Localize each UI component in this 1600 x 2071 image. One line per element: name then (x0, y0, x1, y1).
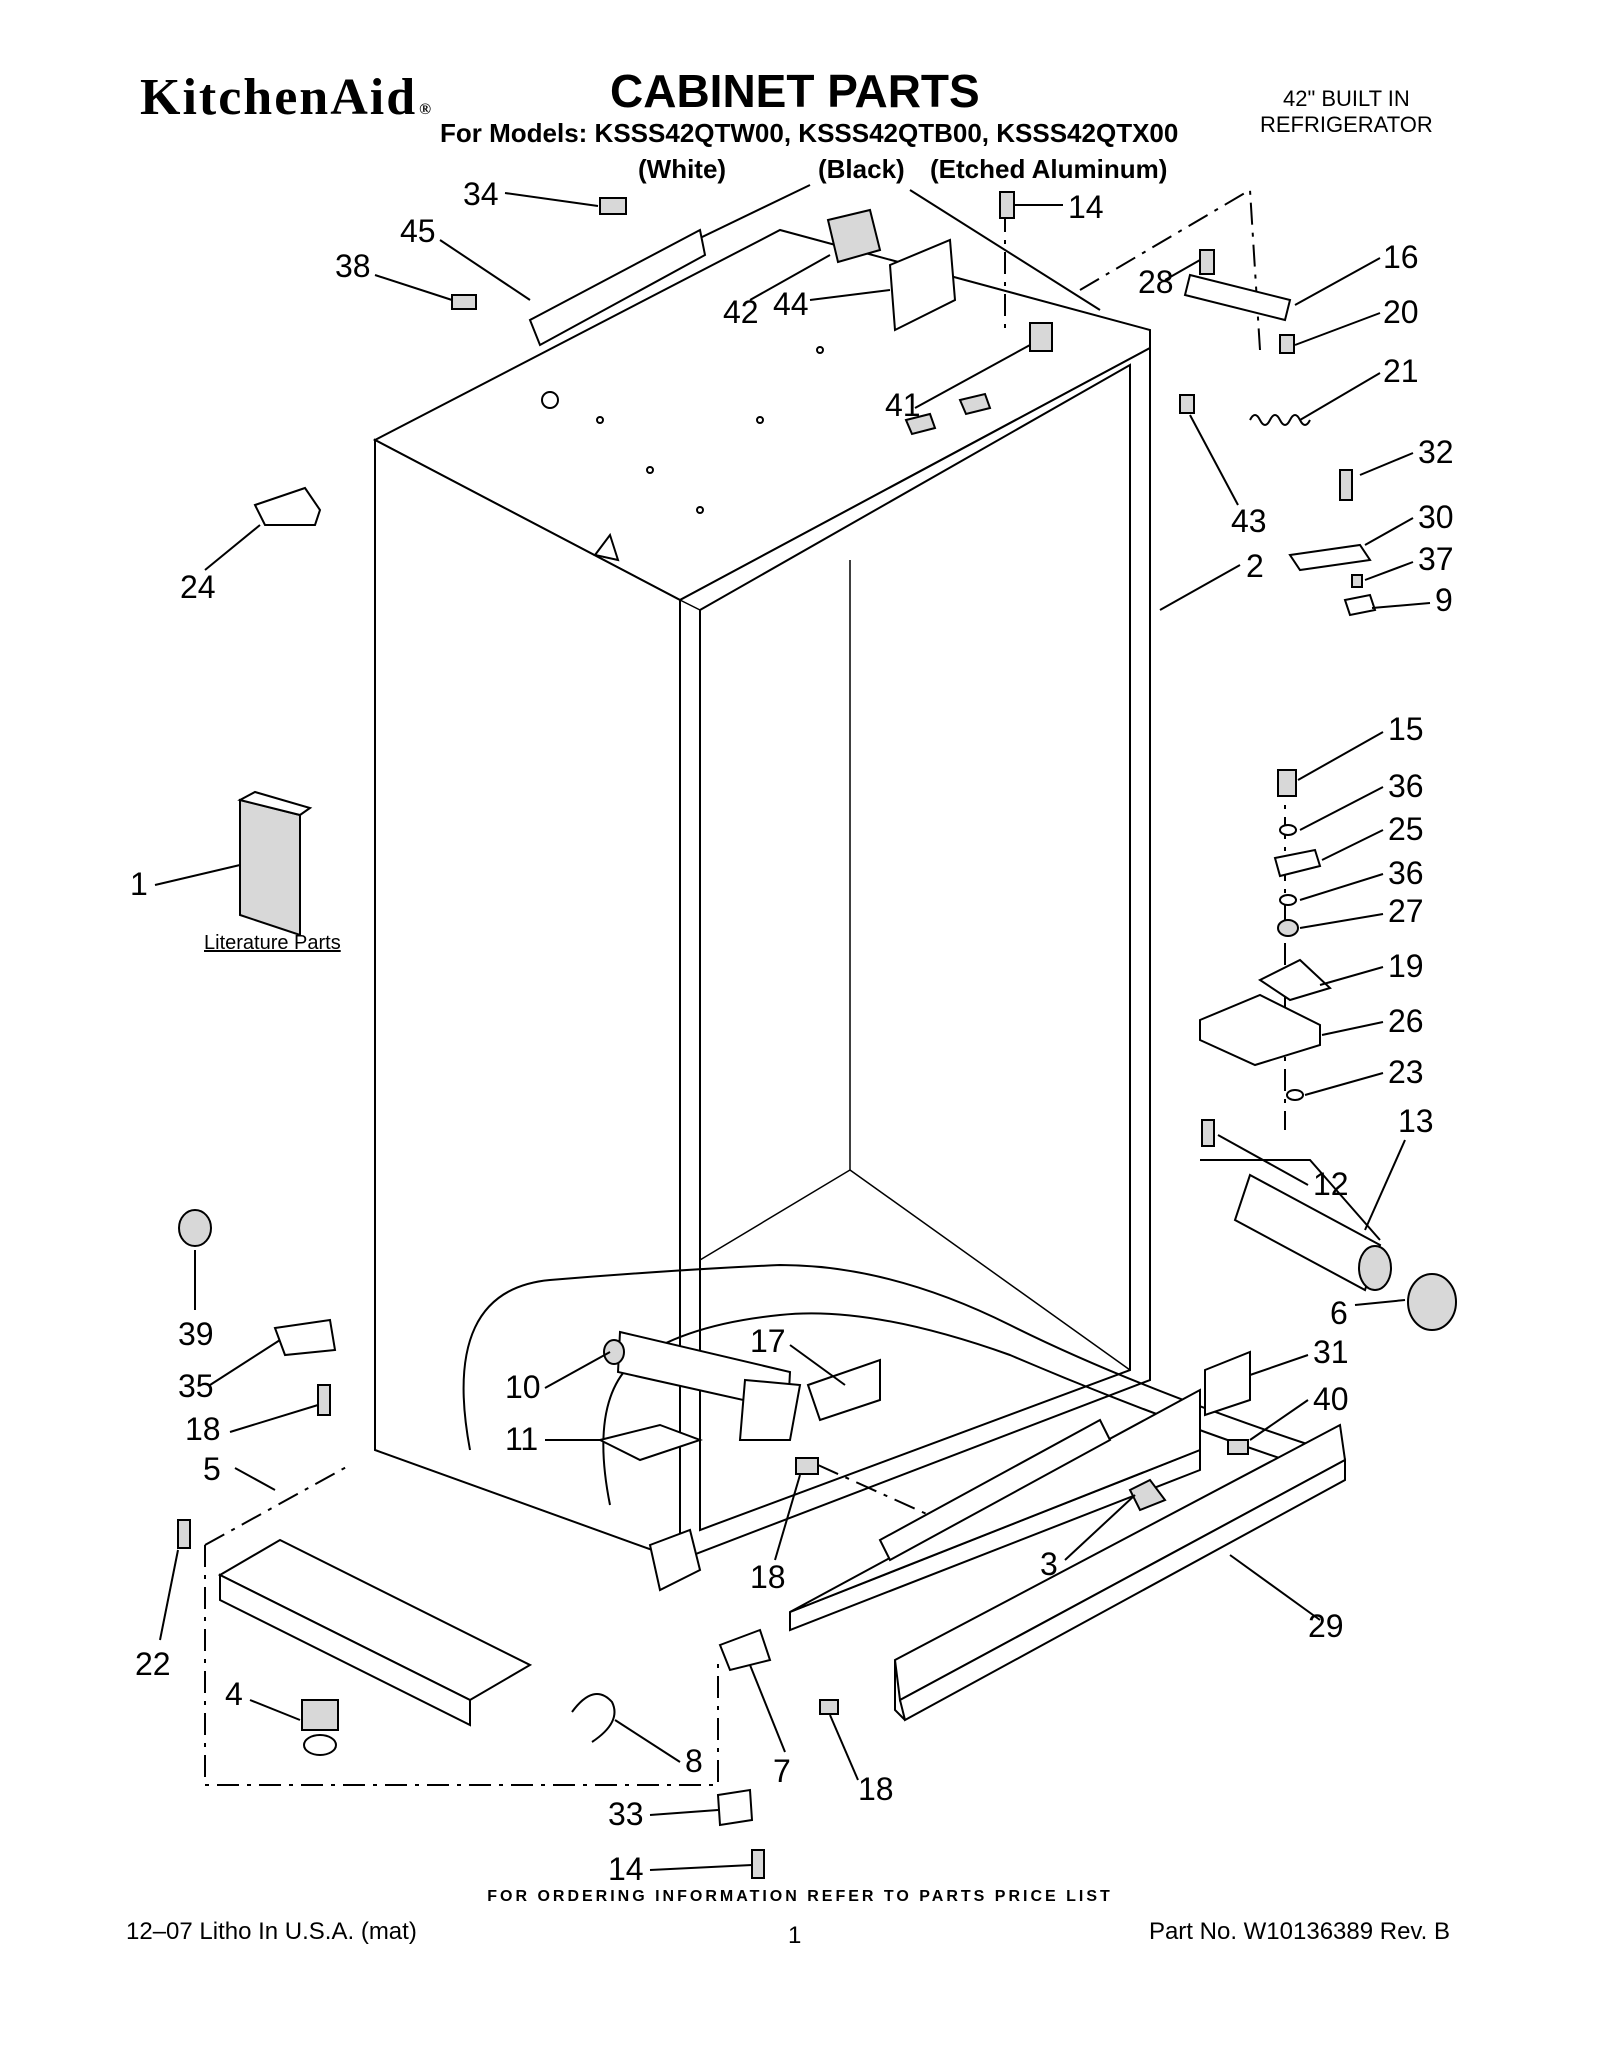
brand-logo: KitchenAid® (140, 69, 434, 126)
base-frame (177, 1464, 839, 1879)
callout-41: 41 (885, 387, 921, 423)
top-parts (528, 208, 1377, 617)
callout-20: 20 (1383, 294, 1419, 330)
callout-10: 10 (505, 1369, 541, 1405)
callout-3: 3 (1040, 1546, 1058, 1582)
callout-16: 16 (1383, 239, 1419, 275)
callout-36-b: 36 (1388, 855, 1424, 891)
callout-4: 4 (225, 1676, 243, 1712)
callout-6: 6 (1330, 1295, 1348, 1331)
callout-24: 24 (180, 569, 216, 605)
callout-14-bottom: 14 (608, 1851, 644, 1887)
callout-40: 40 (1313, 1381, 1349, 1417)
callout-44: 44 (773, 286, 809, 322)
callout-18-left: 18 (185, 1411, 221, 1447)
callout-37: 37 (1418, 541, 1454, 577)
callout-12: 12 (1313, 1166, 1349, 1202)
callout-8: 8 (685, 1743, 703, 1779)
callout-17: 17 (750, 1323, 786, 1359)
callout-18-mid: 18 (750, 1559, 786, 1595)
callout-26: 26 (1388, 1003, 1424, 1039)
callout-13: 13 (1398, 1103, 1434, 1139)
bottom-assembly (462, 1263, 1312, 1592)
callout-2: 2 (1246, 548, 1264, 584)
left-parts (178, 486, 337, 1416)
top-left-screws (451, 191, 1215, 310)
callout-33: 33 (608, 1796, 644, 1832)
callout-15: 15 (1388, 711, 1424, 747)
callout-43: 43 (1231, 503, 1267, 539)
callout-35: 35 (178, 1368, 214, 1404)
callout-labels: 34 45 38 42 44 41 14 28 16 20 21 43 2 32… (130, 176, 1454, 1887)
callout-22: 22 (135, 1646, 171, 1682)
callout-29: 29 (1308, 1608, 1344, 1644)
callout-27: 27 (1388, 893, 1424, 929)
model-color-white: (White) (638, 154, 727, 184)
callout-38: 38 (335, 248, 371, 284)
callout-9: 9 (1435, 582, 1453, 618)
callout-5: 5 (203, 1451, 221, 1487)
callout-25: 25 (1388, 811, 1424, 847)
product-type: 42" BUILT IN REFRIGERATOR (1260, 86, 1433, 138)
callout-30: 30 (1418, 499, 1454, 535)
callout-19: 19 (1388, 948, 1424, 984)
model-color-black: (Black) (818, 154, 905, 184)
print-info: 12–07 Litho In U.S.A. (mat) (126, 1918, 417, 1945)
callout-36-a: 36 (1388, 768, 1424, 804)
model-color-aluminum: (Etched Aluminum) (930, 154, 1168, 184)
models-line: For Models: KSSS42QTW00, KSSS42QTB00, KS… (440, 118, 1179, 148)
callout-18-bottom: 18 (858, 1771, 894, 1807)
water-filter (1200, 1159, 1457, 1331)
product-line-2: REFRIGERATOR (1260, 112, 1433, 137)
callout-31: 31 (1313, 1334, 1349, 1370)
page-number: 1 (788, 1922, 802, 1949)
hinge-parts (1199, 769, 1332, 1147)
callout-7: 7 (773, 1753, 791, 1789)
callout-42: 42 (723, 294, 759, 330)
grille-and-kickplate (789, 1350, 1347, 1722)
callout-21: 21 (1383, 353, 1419, 389)
cabinet-body (372, 228, 1151, 1562)
callout-11: 11 (505, 1421, 538, 1457)
callout-39: 39 (178, 1316, 214, 1352)
part-number: Part No. W10136389 Rev. B (1148, 1918, 1450, 1945)
page-title: CABINET PARTS (610, 65, 980, 117)
callout-14-top: 14 (1068, 189, 1104, 225)
callout-28: 28 (1138, 264, 1174, 300)
product-line-1: 42" BUILT IN (1282, 86, 1410, 111)
callout-23: 23 (1388, 1054, 1424, 1090)
ordering-note: FOR ORDERING INFORMATION REFER TO PARTS … (487, 1888, 1113, 1905)
callout-34: 34 (463, 176, 499, 212)
callout-1: 1 (130, 866, 148, 902)
leader-arrows (154, 192, 1431, 1871)
callout-32: 32 (1418, 434, 1454, 470)
literature-parts-label: Literature Parts (204, 932, 341, 954)
callout-45: 45 (400, 213, 436, 249)
